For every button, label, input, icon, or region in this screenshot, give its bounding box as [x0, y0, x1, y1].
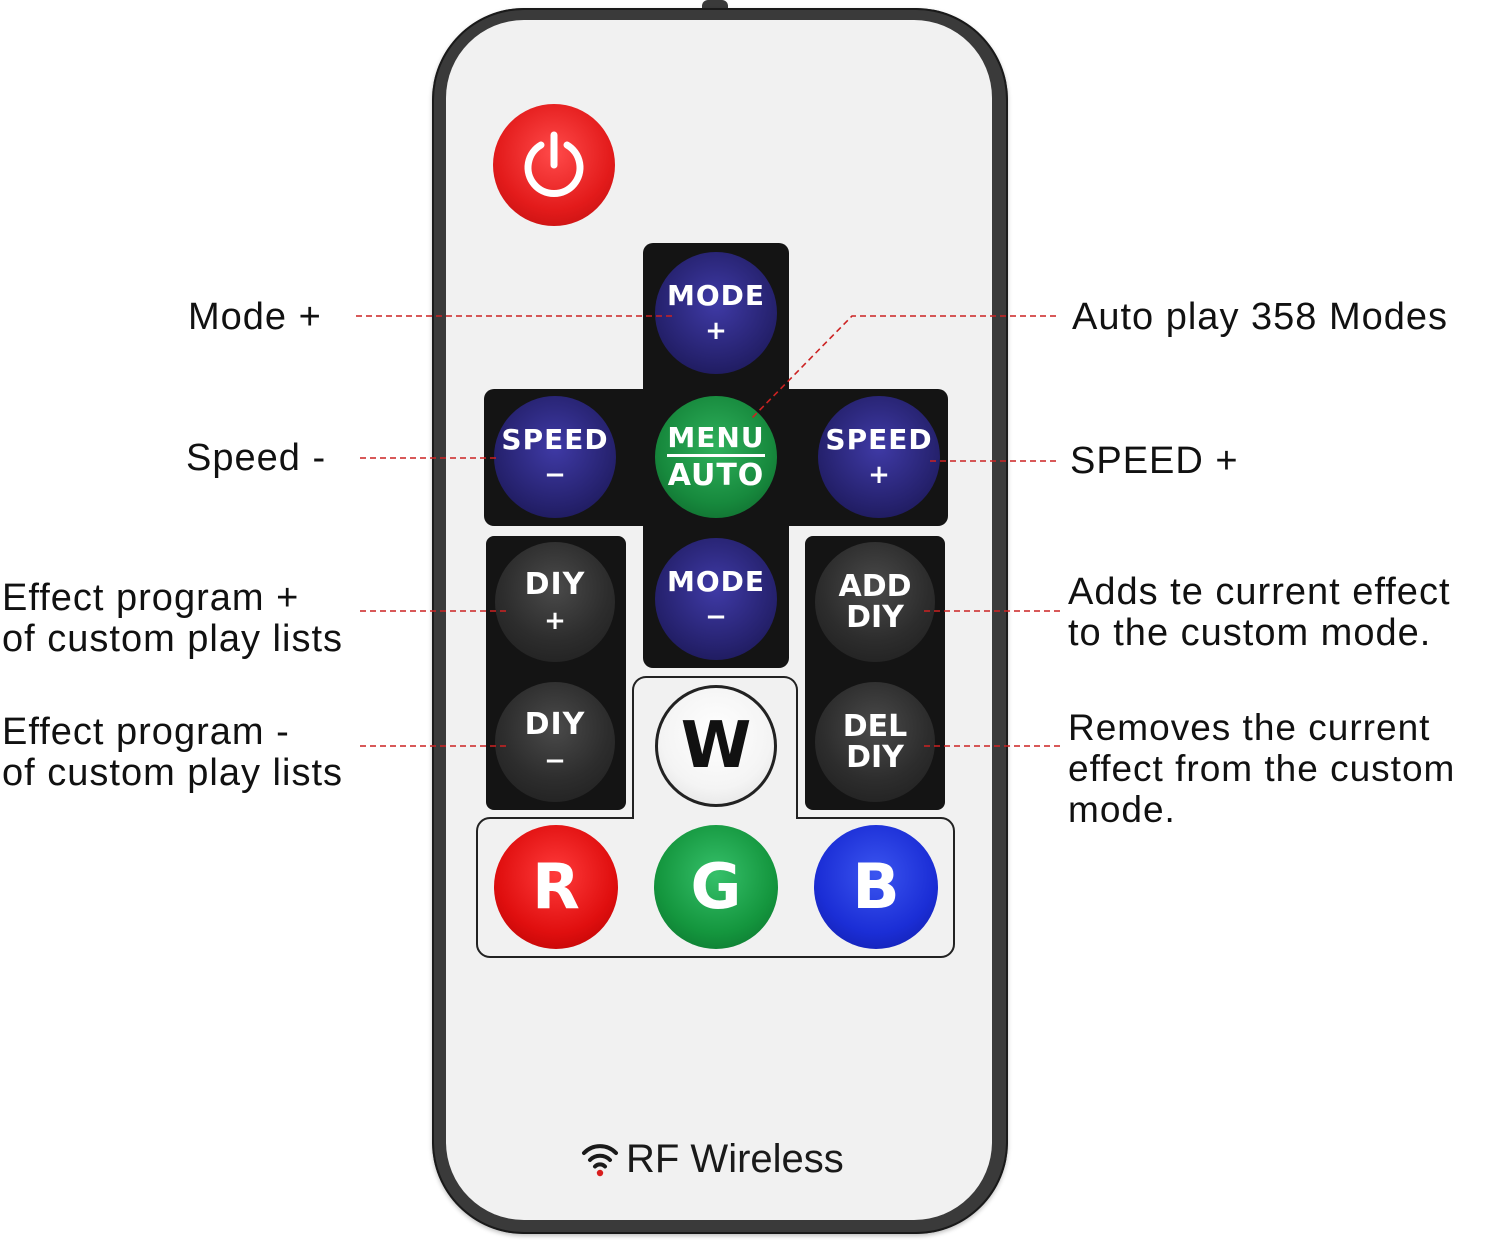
add-diy-line2: DIY	[846, 600, 904, 635]
white-button[interactable]: W	[655, 685, 777, 807]
wifi-icon	[582, 1144, 618, 1177]
diy-minus-label: DIY	[524, 707, 586, 742]
leader-menu-auto	[749, 315, 1056, 421]
annotation-diy-minus: Effect program - of custom play lists	[2, 712, 343, 794]
mode-plus-label: MODE	[666, 279, 766, 312]
add-diy-line1: ADD	[838, 568, 912, 604]
speed-plus-label: SPEED	[825, 423, 933, 456]
annotation-menu-auto: Auto play 358 Modes	[1072, 296, 1449, 338]
mode-plus-button[interactable]: MODE +	[655, 252, 777, 374]
speed-minus-label: SPEED	[501, 423, 609, 456]
diy-minus-button[interactable]: DIY −	[495, 682, 615, 802]
mode-minus-sign: −	[705, 602, 727, 632]
red-button-label: R	[532, 850, 580, 923]
mode-minus-label: MODE	[666, 565, 766, 598]
annotation-speed-minus: Speed -	[186, 437, 327, 479]
menu-auto-button[interactable]: MENU AUTO	[655, 396, 777, 518]
annotation-add-diy: Adds te current effect to the custom mod…	[1068, 572, 1451, 654]
speed-minus-sign: −	[544, 460, 566, 490]
diy-plus-button[interactable]: DIY +	[495, 542, 615, 662]
annotation-add-diy-line2: to the custom mode.	[1068, 612, 1432, 654]
annotation-del-diy: Removes the current effect from the cust…	[1068, 707, 1455, 830]
annotation-add-diy-line1: Adds te current effect	[1068, 571, 1451, 613]
annotation-diy-plus-line1: Effect program +	[2, 577, 300, 619]
annotation-diy-minus-line2: of custom play lists	[2, 752, 343, 794]
green-button[interactable]: G	[654, 825, 778, 949]
annotation-diy-plus-line2: of custom play lists	[2, 618, 343, 660]
speed-minus-button[interactable]: SPEED −	[494, 396, 616, 518]
annotation-speed-plus: SPEED +	[1070, 440, 1239, 482]
red-button[interactable]: R	[494, 825, 618, 949]
add-diy-button[interactable]: ADD DIY	[815, 542, 935, 662]
del-diy-line1: DEL	[842, 708, 908, 744]
blue-button-label: B	[852, 850, 900, 923]
annotation-diy-plus: Effect program + of custom play lists	[2, 578, 343, 660]
annotation-del-diy-line2: effect from the custom	[1068, 748, 1456, 789]
annotation-diy-minus-line1: Effect program -	[2, 711, 290, 753]
del-diy-button[interactable]: DEL DIY	[815, 682, 935, 802]
mode-minus-button[interactable]: MODE −	[655, 538, 777, 660]
diy-minus-sign: −	[544, 746, 566, 776]
speed-plus-button[interactable]: SPEED +	[818, 396, 940, 518]
speed-plus-sign: +	[868, 460, 890, 490]
power-icon	[524, 131, 584, 197]
annotation-mode-plus: Mode +	[188, 296, 322, 338]
diy-plus-sign: +	[544, 606, 566, 636]
del-diy-line2: DIY	[846, 740, 904, 775]
mode-plus-sign: +	[705, 316, 727, 346]
diy-plus-label: DIY	[524, 567, 586, 602]
blue-button[interactable]: B	[814, 825, 938, 949]
auto-label: AUTO	[667, 457, 765, 493]
rf-wireless-text: RF Wireless	[626, 1136, 844, 1181]
annotation-del-diy-line3: mode.	[1068, 789, 1176, 830]
white-button-panel	[632, 676, 798, 826]
menu-label: MENU	[667, 423, 765, 457]
rf-wireless-footer: RF Wireless	[580, 1136, 844, 1182]
power-button[interactable]	[493, 104, 615, 226]
green-button-label: G	[690, 850, 742, 923]
white-button-label: W	[680, 709, 752, 783]
annotation-del-diy-line1: Removes the current	[1068, 707, 1431, 748]
panel-join-cover	[634, 815, 796, 821]
